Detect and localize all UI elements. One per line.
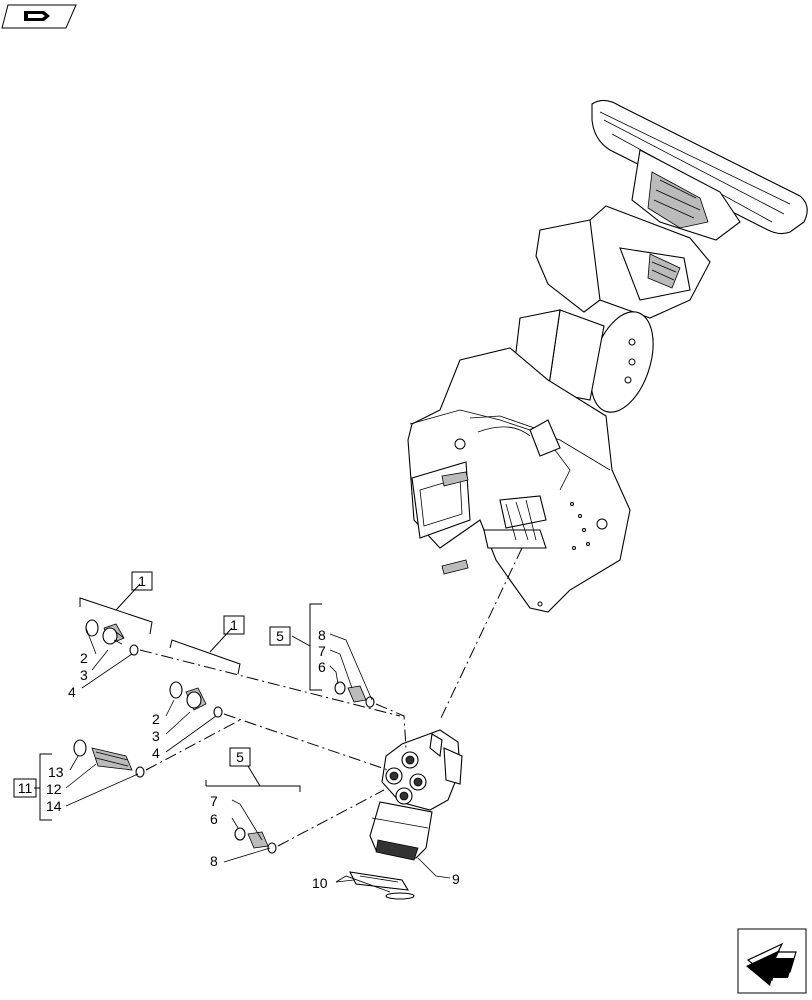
part-number: 8 <box>318 627 326 643</box>
steering-wheel-assembly <box>407 99 808 613</box>
fitting-kit-lower <box>169 681 389 771</box>
part-number: 4 <box>152 745 160 761</box>
fitting-kit-5-upper <box>334 681 407 749</box>
part-number: 7 <box>210 793 218 809</box>
svg-text:1: 1 <box>230 617 238 633</box>
svg-text:11: 11 <box>18 780 33 796</box>
svg-text:1: 1 <box>138 573 146 589</box>
part-number: 2 <box>152 711 160 727</box>
catalog-book-icon[interactable] <box>1 4 77 29</box>
part-number: 9 <box>452 871 460 887</box>
leader-lines <box>65 627 451 893</box>
part-number: 6 <box>318 659 326 675</box>
part-number: 4 <box>68 684 76 700</box>
svg-text:5: 5 <box>236 749 244 765</box>
ref-box-5-lower[interactable]: 5 <box>229 747 251 767</box>
part-number: 6 <box>210 811 218 827</box>
svg-text:5: 5 <box>276 628 284 644</box>
part-number: 13 <box>48 764 64 780</box>
part-number: 3 <box>152 728 160 744</box>
next-page-arrow-icon[interactable] <box>737 928 807 994</box>
kit-brackets <box>34 583 322 821</box>
part-number: 2 <box>80 650 88 666</box>
part-number: 12 <box>46 781 62 797</box>
part-numbers: 2 3 4 2 3 4 8 7 6 7 6 8 13 12 14 9 10 <box>46 627 460 891</box>
steering-unit <box>369 729 463 861</box>
fitting-kit-upper <box>85 619 401 717</box>
ref-box-1-lower[interactable]: 1 <box>223 615 245 635</box>
fitting-kit-tee <box>73 719 241 778</box>
part-number: 14 <box>46 798 62 814</box>
seal-ring <box>349 871 415 900</box>
column-axis-line <box>439 547 523 721</box>
ref-box-1-upper[interactable]: 1 <box>131 571 153 591</box>
part-number: 3 <box>80 667 88 683</box>
ref-box-11[interactable]: 11 <box>13 778 37 798</box>
part-number: 10 <box>312 875 328 891</box>
ref-box-5-upper[interactable]: 5 <box>269 626 291 646</box>
part-number: 8 <box>210 853 218 869</box>
part-number: 7 <box>318 643 326 659</box>
fitting-kit-5-lower <box>234 789 385 854</box>
